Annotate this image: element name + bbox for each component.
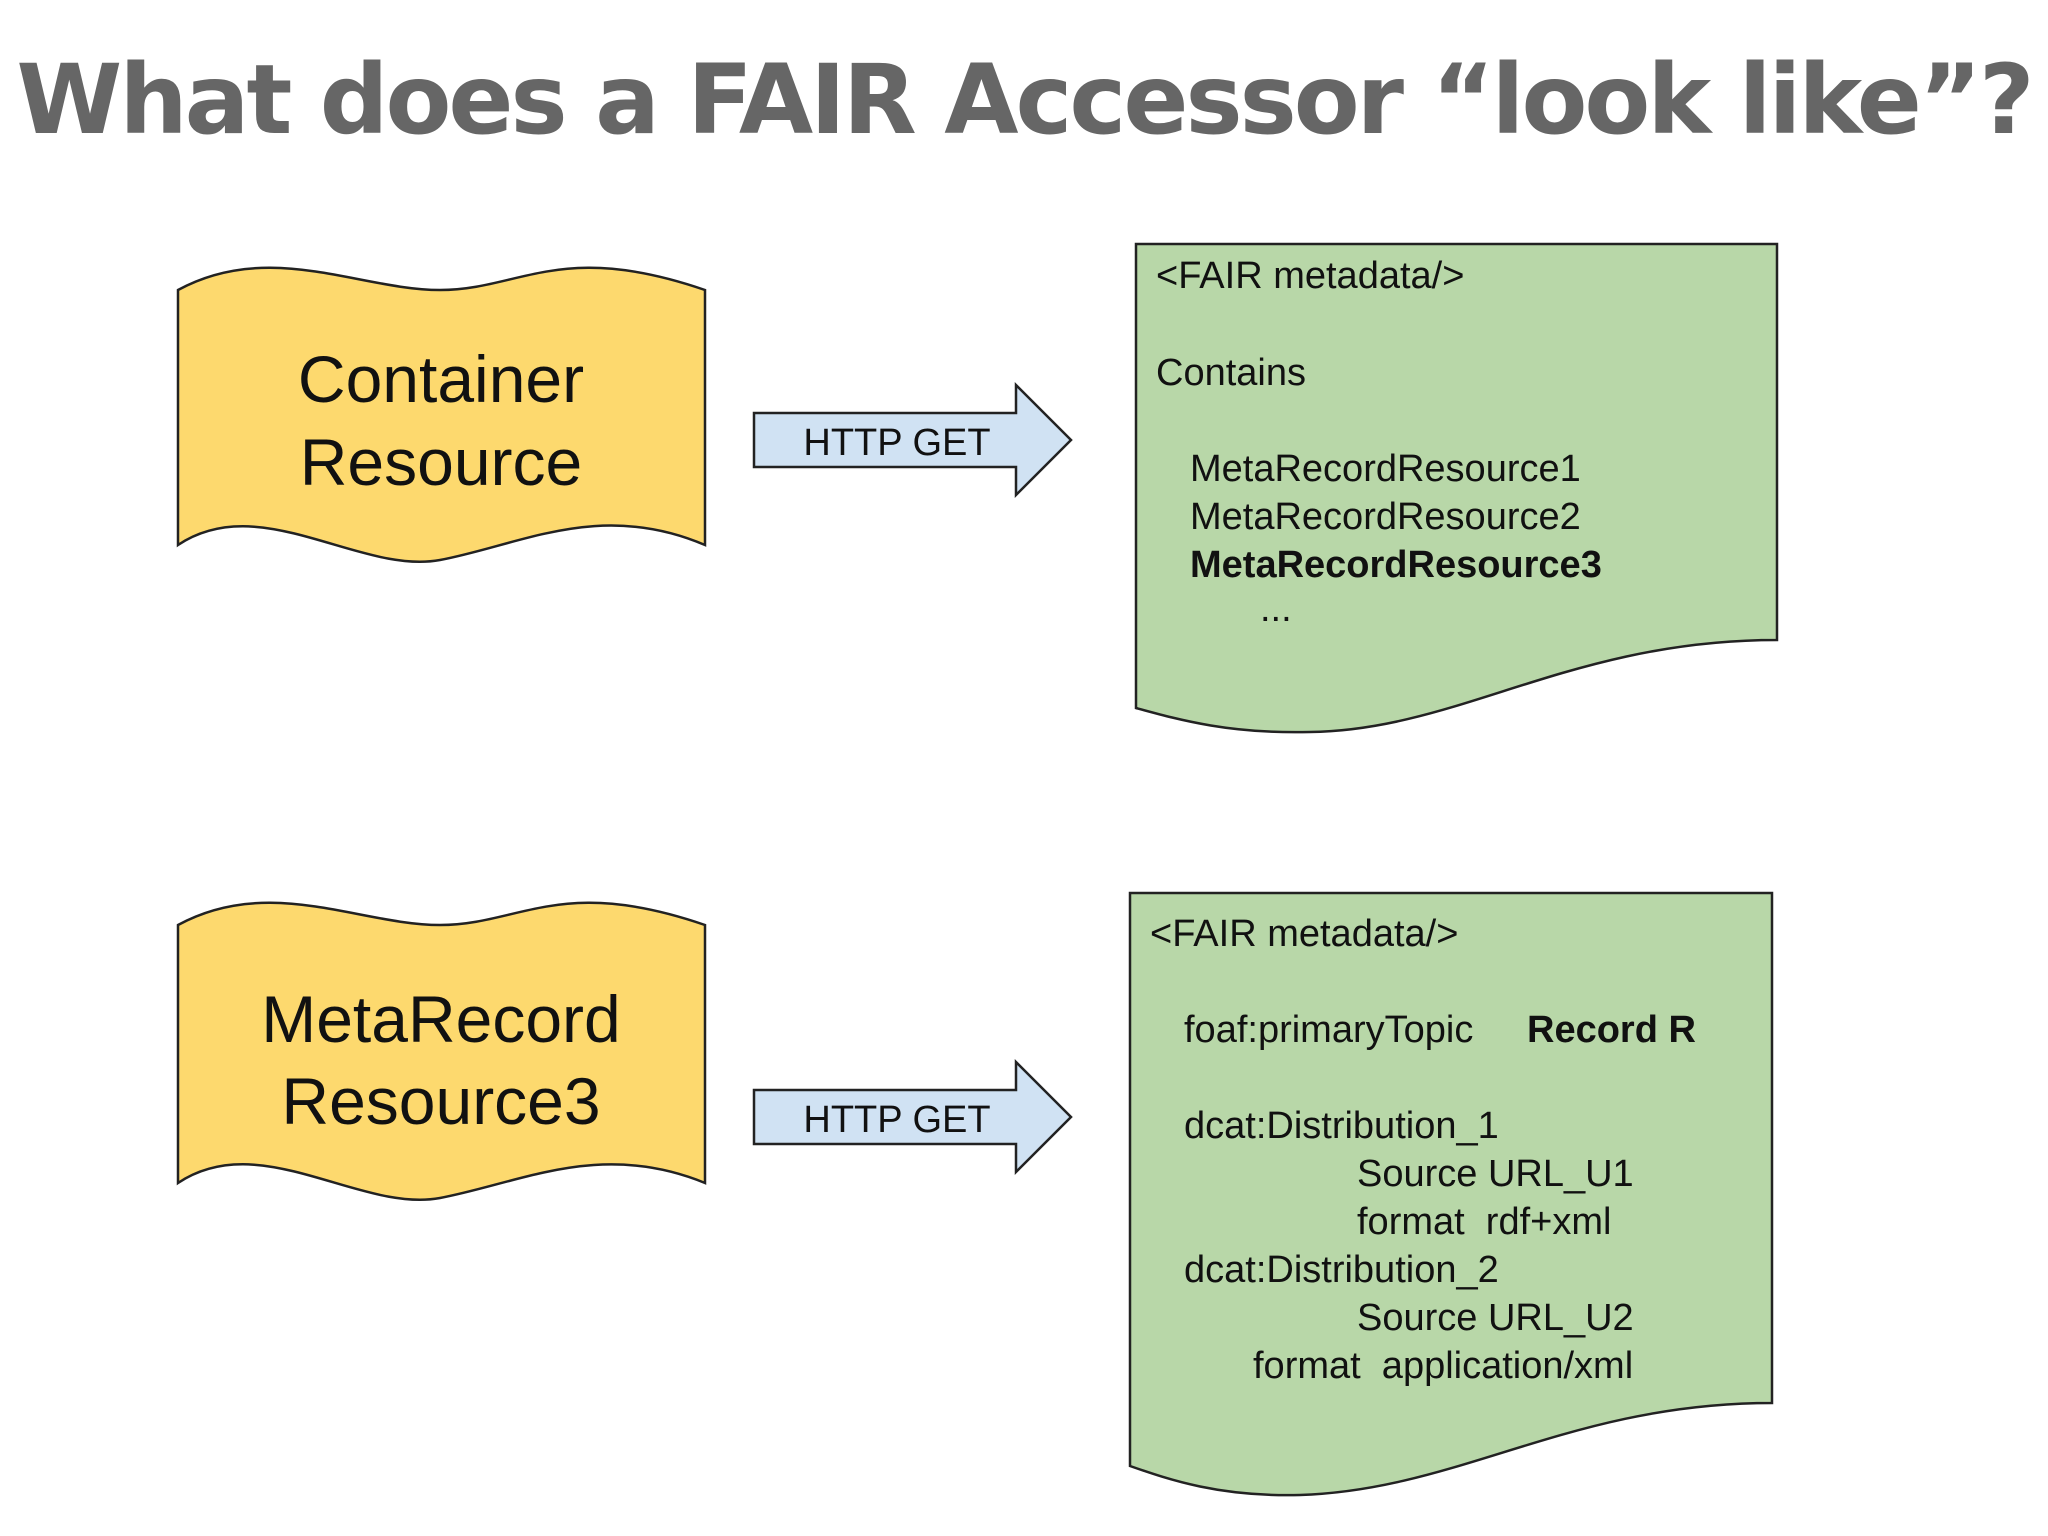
doc2-distribution-1-format: format rdf+xml (1357, 1201, 1611, 1243)
http-get-arrow-1: HTTP GET (752, 381, 1073, 499)
container-metadata-document: <FAIR metadata/> Contains MetaRecordReso… (1134, 242, 1779, 734)
doc2-distribution-2-source: Source URL_U2 (1357, 1297, 1634, 1339)
http-get-arrow-2: HTTP GET (752, 1058, 1073, 1176)
container-resource-shape: Container Resource (176, 266, 707, 563)
metarecord-metadata-document: <FAIR metadata/> foaf:primaryTopic Recor… (1128, 891, 1774, 1497)
doc1-item-1: MetaRecordResource1 (1190, 448, 1581, 490)
slide-title: What does a FAIR Accessor “look like”? (16, 44, 2034, 156)
doc2-topic-value: Record R (1527, 1009, 1696, 1051)
doc2-header: <FAIR metadata/> (1150, 913, 1458, 955)
doc2-topic-key: foaf:primaryTopic (1184, 1009, 1473, 1051)
doc1-item-2: MetaRecordResource2 (1190, 496, 1581, 538)
doc1-item-3: MetaRecordResource3 (1190, 544, 1602, 586)
metarecord-resource-label-line2: Resource3 (281, 1064, 600, 1138)
container-resource-label-line1: Container (298, 342, 584, 416)
doc1-header: <FAIR metadata/> (1156, 255, 1464, 297)
container-resource-label-line2: Resource (300, 425, 582, 499)
doc2-distribution-1: dcat:Distribution_1 (1184, 1105, 1499, 1147)
metarecord-resource-label-line1: MetaRecord (261, 982, 621, 1056)
doc2-distribution-1-source: Source URL_U1 (1357, 1153, 1634, 1195)
metarecord-resource-shape: MetaRecord Resource3 (176, 901, 707, 1201)
doc2-distribution-2: dcat:Distribution_2 (1184, 1249, 1499, 1291)
http-get-arrow-2-label: HTTP GET (803, 1099, 990, 1141)
doc1-contains: Contains (1156, 352, 1306, 394)
doc2-distribution-2-format: format application/xml (1253, 1345, 1633, 1387)
http-get-arrow-1-label: HTTP GET (803, 422, 990, 464)
doc1-ellipsis: ... (1260, 588, 1292, 630)
